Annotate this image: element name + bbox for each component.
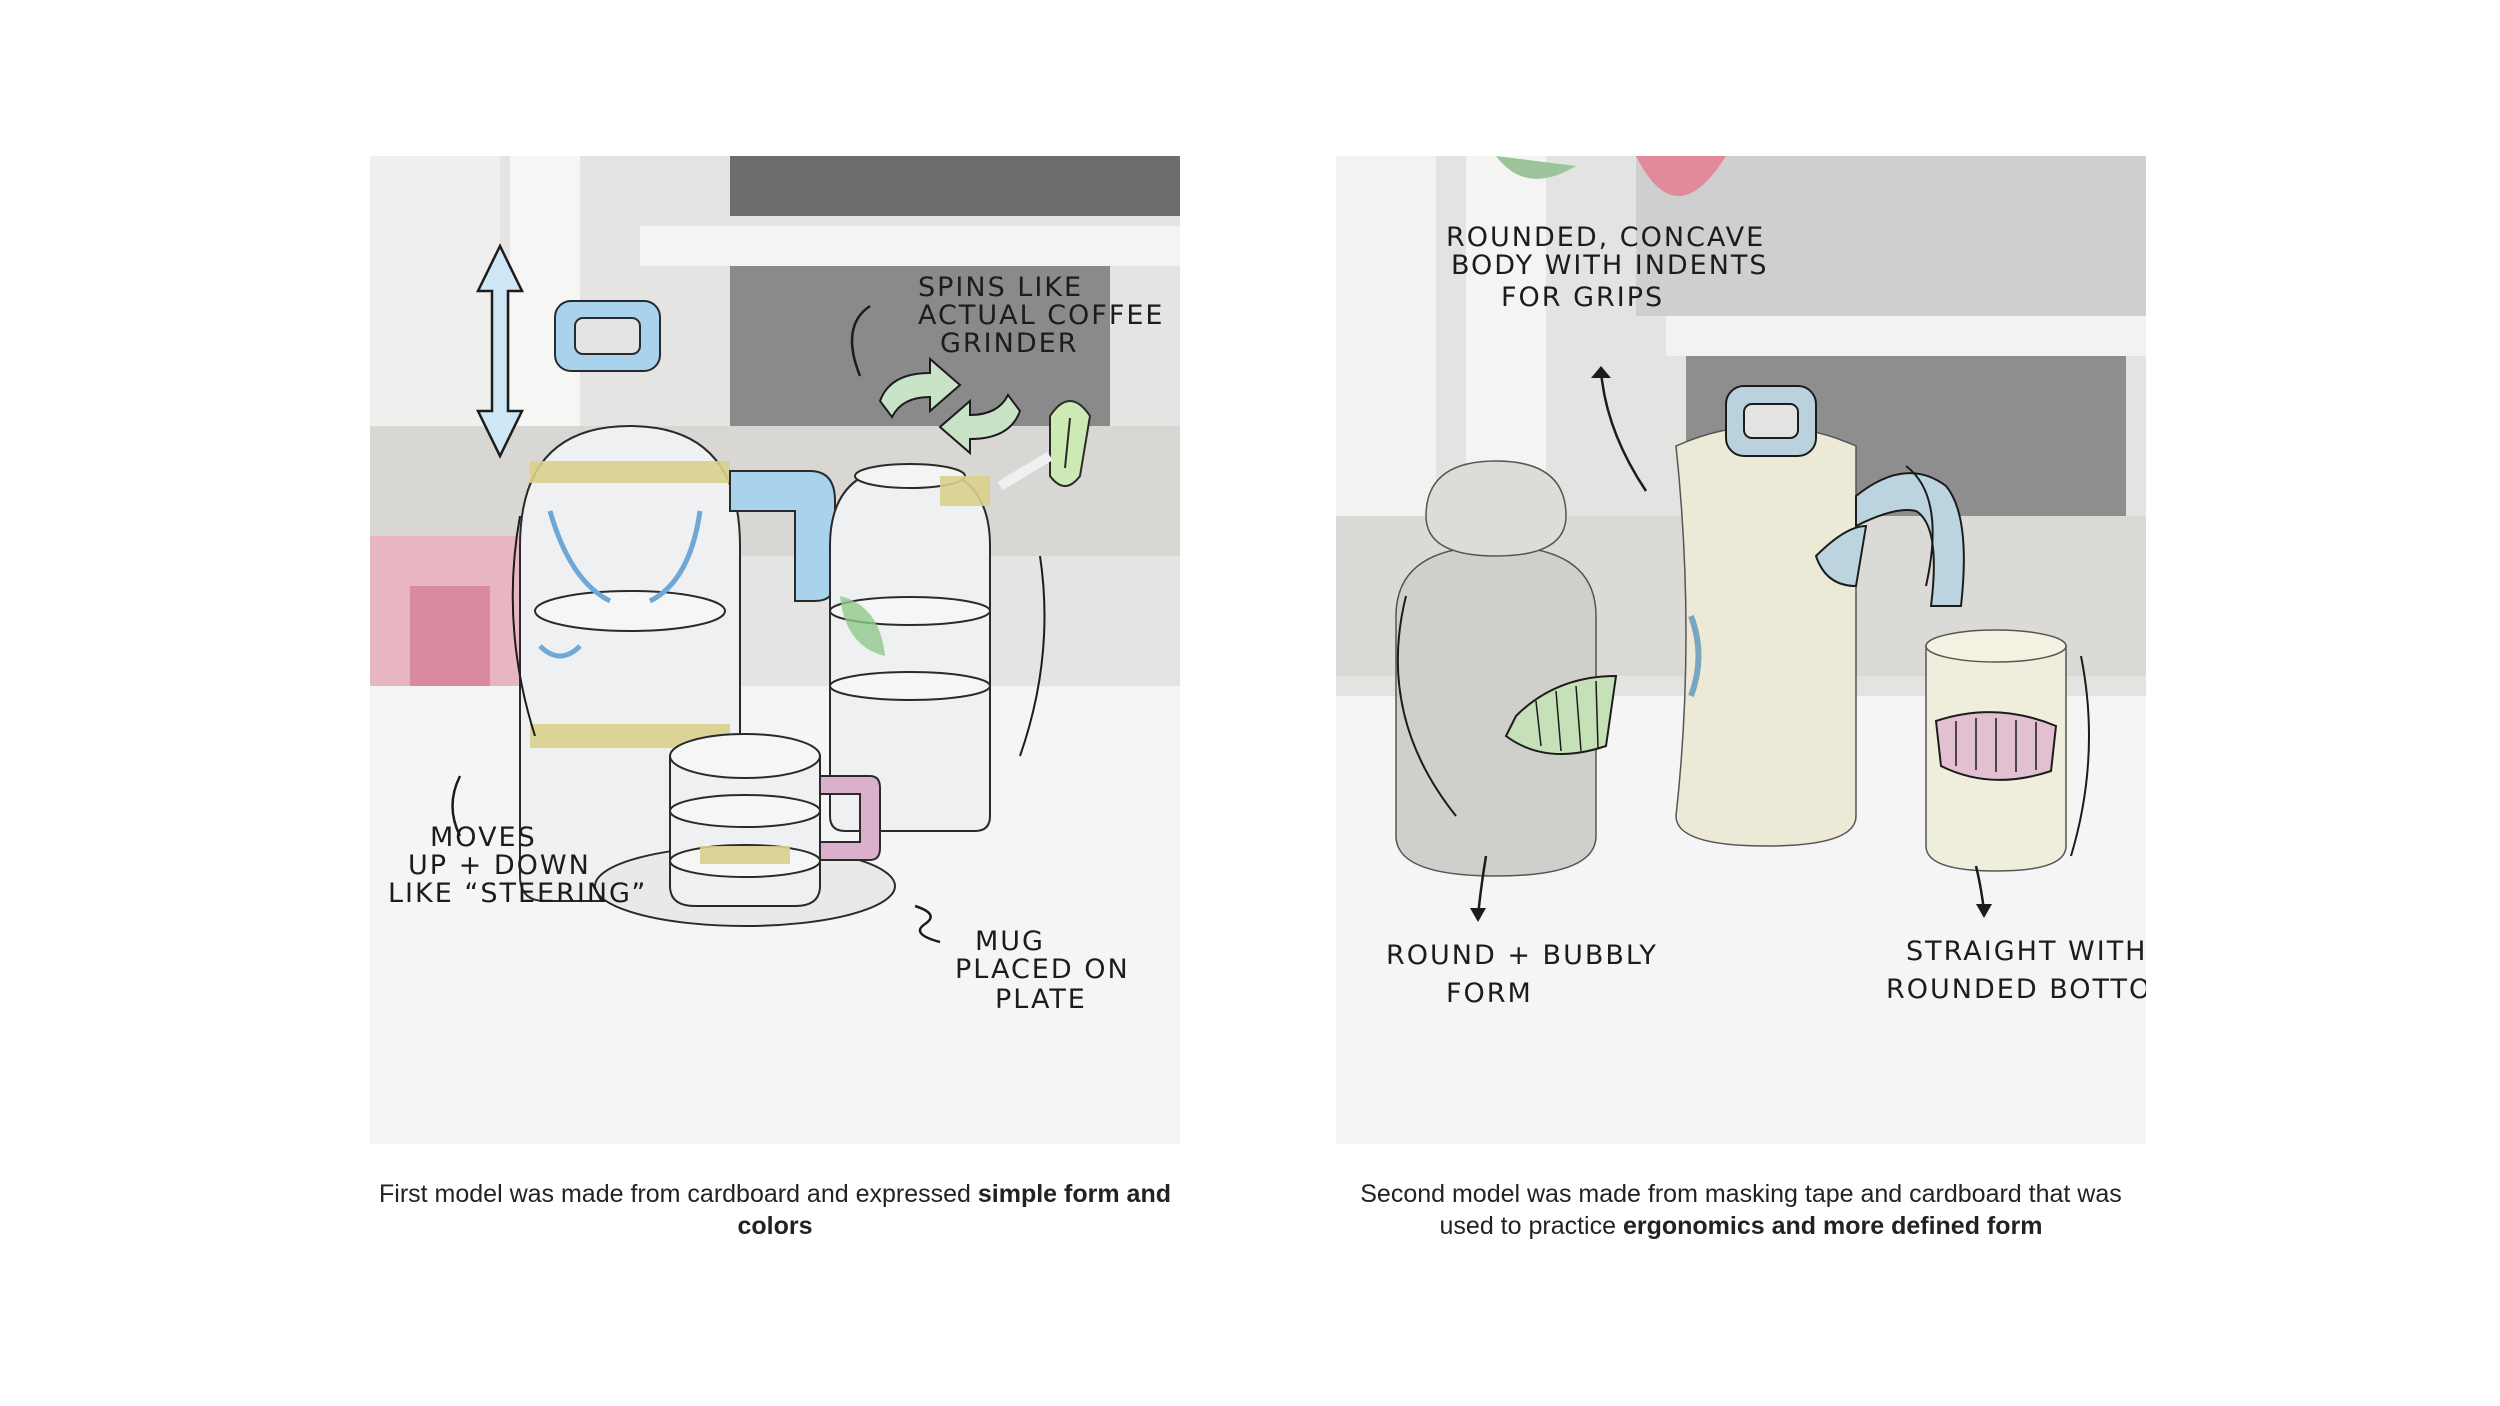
- concave-pot-model: [1675, 385, 1965, 847]
- up-down-arrow-icon: [475, 243, 525, 459]
- annotation-straight: STRAIGHT WITH ROUNDED BOTTOM: [1886, 936, 2146, 1005]
- first-model-caption: First model was made from cardboard and …: [370, 1178, 1180, 1242]
- mug-on-plate-model: [594, 733, 896, 927]
- second-model-photo: ROUNDED, CONCAVE BODY WITH INDENTS FOR G…: [1336, 156, 2146, 1144]
- annotation-rounded-concave: ROUNDED, CONCAVE BODY WITH INDENTS FOR G…: [1446, 222, 1779, 313]
- first-model-sketch-illustration: SPINS LIKE ACTUAL COFFEE GRINDER MOVES U…: [370, 156, 1180, 1144]
- second-model-panel: ROUNDED, CONCAVE BODY WITH INDENTS FOR G…: [1336, 156, 2146, 1242]
- round-canister-model: [1395, 460, 1618, 877]
- first-model-panel: SPINS LIKE ACTUAL COFFEE GRINDER MOVES U…: [370, 156, 1180, 1242]
- coffee-maker-model: [519, 300, 836, 902]
- straight-cup-model: [1925, 629, 2067, 872]
- caption-text: First model was made from cardboard and …: [379, 1180, 978, 1208]
- annotation-moves: MOVES UP + DOWN LIKE “STEERING”: [388, 822, 647, 909]
- caption-text: Second model was made from masking tape …: [1360, 1180, 2122, 1240]
- first-model-photo: SPINS LIKE ACTUAL COFFEE GRINDER MOVES U…: [370, 156, 1180, 1144]
- caption-bold: simple form and colors: [737, 1180, 1171, 1240]
- second-model-caption: Second model was made from masking tape …: [1336, 1178, 2146, 1242]
- spin-arrows-icon: [878, 356, 1022, 456]
- caption-bold: ergonomics and more defined form: [1622, 1212, 2043, 1240]
- annotation-round-bubbly: ROUND + BUBBLY FORM: [1386, 940, 1668, 1009]
- second-model-sketch-illustration: ROUNDED, CONCAVE BODY WITH INDENTS FOR G…: [1336, 156, 2146, 1144]
- annotation-spins: SPINS LIKE ACTUAL COFFEE GRINDER: [918, 272, 1175, 359]
- annotation-mug: MUG PLACED ON PLATE: [955, 926, 1140, 1015]
- grinder-model: [829, 400, 1092, 832]
